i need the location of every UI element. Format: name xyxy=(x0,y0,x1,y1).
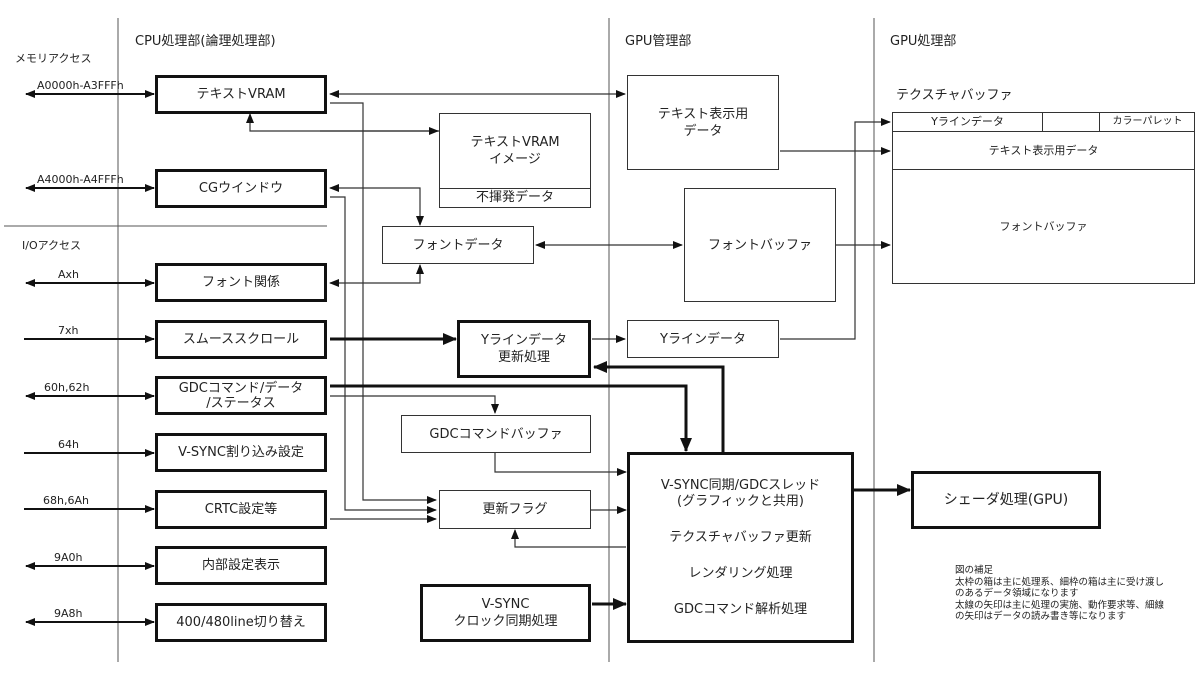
box-label: 内部設定表示 xyxy=(201,558,280,573)
arrow-fontrel-fontdata xyxy=(329,264,424,287)
box-label: CRTC設定等 xyxy=(204,502,278,517)
box-label: 更新処理 xyxy=(497,350,550,365)
box-font-related[interactable]: フォント関係 xyxy=(155,263,327,302)
box-label: Yラインデータ xyxy=(660,331,746,347)
label-io-access: I/Oアクセス xyxy=(22,239,82,252)
box-gdc-command[interactable]: GDCコマンド/データ /ステータス xyxy=(155,376,327,415)
box-text-display-data[interactable]: テキスト表示用 データ xyxy=(627,75,779,170)
box-label: V-SYNC割り込み設定 xyxy=(178,445,304,460)
box-label: CGウインドウ xyxy=(198,181,284,196)
legend-note-line: のあるデータ領域になります xyxy=(955,588,1079,599)
box-vsync-clock[interactable]: V-SYNC クロック同期処理 xyxy=(420,584,591,642)
section-gpu-proc-title: GPU処理部 xyxy=(890,34,957,49)
box-internal-display[interactable]: 内部設定表示 xyxy=(155,546,327,585)
legend-note-title: 図の補足 xyxy=(955,565,994,576)
box-gdc-command-buffer[interactable]: GDCコマンドバッファ xyxy=(401,415,591,453)
texture-buffer-title: テクスチャバッファ xyxy=(896,88,1013,103)
box-vsync-irq[interactable]: V-SYNC割り込み設定 xyxy=(155,433,327,472)
box-yline-update[interactable]: Yラインデータ 更新処理 xyxy=(457,320,591,378)
texture-color-palette: カラーパレット xyxy=(1100,113,1195,132)
box-text-vram-image[interactable]: テキストVRAM イメージ 不揮発データ xyxy=(439,113,591,208)
box-label: 400/480line切り替え xyxy=(176,615,306,630)
port-label: 60h,62h xyxy=(44,381,90,394)
box-font-data[interactable]: フォントデータ xyxy=(382,226,534,264)
box-label: イメージ xyxy=(489,152,541,167)
arrow-gdc-thread xyxy=(330,384,692,452)
port-label: A0000h-A3FFFh xyxy=(37,79,124,92)
texture-empty-cell xyxy=(1043,113,1100,132)
box-label: カラーパレット xyxy=(1112,116,1183,127)
port-label: Axh xyxy=(58,268,80,281)
box-label: レンダリング処理 xyxy=(688,565,793,581)
arrow-thread-ylineupdate xyxy=(593,361,725,452)
arrow-cg-fontdata xyxy=(329,184,424,226)
arrow-image-textvram xyxy=(246,113,440,132)
box-smooth-scroll[interactable]: スムーススクロール xyxy=(155,320,327,359)
box-label: スムーススクロール xyxy=(182,332,300,347)
legend-note-line: 太線の矢印は主に処理の実施、動作要求等、細線 xyxy=(955,599,1165,611)
box-vsync-gdc-thread[interactable]: V-SYNC同期/GDCスレッド (グラフィックと共用) テクスチャバッファ更新… xyxy=(627,452,854,643)
port-label: 7xh xyxy=(58,324,79,337)
texture-font-buffer: フォントバッファ xyxy=(893,170,1194,283)
arrow-buffer-thread xyxy=(494,453,627,476)
box-label: GDCコマンド解析処理 xyxy=(673,601,808,617)
arrow-gdc-buffer xyxy=(330,395,499,414)
box-update-flag[interactable]: 更新フラグ xyxy=(439,490,591,529)
box-label: テクスチャバッファ更新 xyxy=(669,529,812,545)
box-label: GDCコマンド/データ xyxy=(178,380,304,396)
box-label: フォント関係 xyxy=(201,275,280,290)
port-label: 64h xyxy=(58,438,79,451)
box-label: Yラインデータ xyxy=(481,333,567,348)
text-vram-image-body: テキストVRAM イメージ xyxy=(470,114,559,188)
box-label: V-SYNC同期/GDCスレッド xyxy=(660,477,821,493)
box-label: フォントバッファ xyxy=(707,237,812,253)
texture-text-display-data: テキスト表示用データ xyxy=(893,132,1194,170)
box-shader[interactable]: シェーダ処理(GPU) xyxy=(911,471,1101,529)
box-label: テキスト表示用 xyxy=(657,106,749,122)
box-label: テキストVRAM xyxy=(196,87,286,102)
label-memory-access: メモリアクセス xyxy=(15,52,92,65)
box-line-switch[interactable]: 400/480line切り替え xyxy=(155,603,327,642)
box-label: 更新フラグ xyxy=(482,502,548,517)
section-cpu-title: CPU処理部(論理処理部) xyxy=(135,34,276,49)
port-label: 68h,6Ah xyxy=(43,494,89,507)
nonvolatile-data-section: 不揮発データ xyxy=(440,188,590,207)
texture-buffer[interactable]: Yラインデータ カラーパレット テキスト表示用データ フォントバッファ xyxy=(892,112,1195,284)
port-label: 9A8h xyxy=(54,607,83,620)
box-cg-window[interactable]: CGウインドウ xyxy=(155,169,327,208)
arrow-textvram-flag xyxy=(330,102,437,504)
box-label: テキストVRAM xyxy=(470,135,560,150)
legend-note: 図の補足 太枠の箱は主に処理系、細枠の箱は主に受け渡し のあるデータ領域になりま… xyxy=(955,565,1164,623)
box-label: フォントバッファ xyxy=(999,220,1088,233)
box-label: シェーダ処理(GPU) xyxy=(943,491,1069,508)
box-label: Yラインデータ xyxy=(931,115,1004,128)
legend-note-line: 太枠の箱は主に処理系、細枠の箱は主に受け渡し xyxy=(955,576,1165,588)
port-label: A4000h-A4FFFh xyxy=(37,173,124,186)
box-label: V-SYNC xyxy=(481,597,530,612)
box-label: データ xyxy=(683,123,723,139)
port-label: 9A0h xyxy=(54,551,83,564)
section-gpu-mgmt-title: GPU管理部 xyxy=(625,34,692,49)
box-label: /ステータス xyxy=(206,395,276,411)
arrow-yline-texture xyxy=(780,118,891,340)
box-label: GDCコマンドバッファ xyxy=(429,426,563,442)
texture-yline-data: Yラインデータ xyxy=(893,113,1043,132)
box-label: 不揮発データ xyxy=(475,190,554,205)
box-yline-data[interactable]: Yラインデータ xyxy=(627,320,779,358)
box-font-buffer[interactable]: フォントバッファ xyxy=(684,188,836,302)
box-label: クロック同期処理 xyxy=(453,614,558,629)
box-label: テキスト表示用データ xyxy=(988,144,1099,157)
box-crtc[interactable]: CRTC設定等 xyxy=(155,490,327,529)
box-label: (グラフィックと共用) xyxy=(677,493,804,509)
arrow-thread-flag xyxy=(511,529,626,548)
arrow-cg-flag xyxy=(330,196,437,514)
box-text-vram[interactable]: テキストVRAM xyxy=(155,75,327,114)
box-label: フォントデータ xyxy=(412,237,504,253)
legend-note-line: の矢印はデータの読み書き等になります xyxy=(955,611,1127,622)
